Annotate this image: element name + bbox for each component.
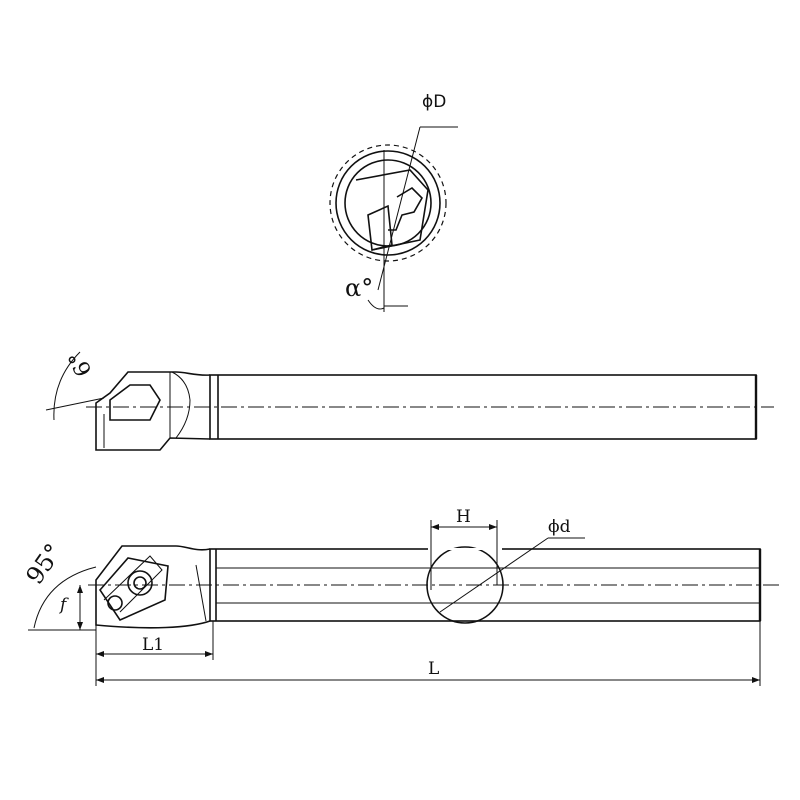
side-head [95, 371, 211, 451]
approach-angle-arc [33, 566, 97, 629]
alpha-arc [367, 299, 385, 310]
top-view: ϕd H 95° f L1 L [21, 507, 780, 686]
side-angle-line [45, 397, 105, 411]
side-view: 6° [45, 347, 774, 451]
end-view: ϕD α° [329, 92, 458, 312]
phi-d-section-leader [439, 537, 549, 613]
l1-arrow-right [205, 651, 213, 657]
alpha-label: α° [345, 274, 373, 302]
f-label: f [58, 595, 69, 615]
end-view-clamp [388, 186, 423, 231]
l1-label: L1 [142, 635, 164, 655]
end-view-bore-circle [329, 144, 447, 262]
h-arrow-left [431, 524, 439, 530]
shank-section-mask [428, 548, 502, 550]
l-arrow-right [752, 677, 760, 683]
top-insert-clamp-inner [133, 576, 147, 590]
side-angle-arc [53, 351, 81, 421]
l1-arrow-left [96, 651, 104, 657]
end-view-insert [367, 204, 393, 251]
top-insert-outline [103, 555, 163, 613]
shank-section-circle [426, 546, 504, 624]
side-angle-label: 6° [64, 347, 97, 380]
approach-angle-label: 95° [21, 539, 68, 590]
side-head-curve [171, 371, 191, 439]
h-label: H [456, 507, 471, 527]
f-arrow-bottom [77, 622, 83, 630]
phi-d-section-label: ϕd [548, 517, 571, 537]
top-insert [98, 557, 169, 622]
f-arrow-top [77, 585, 83, 593]
top-insert-clamp-outer [127, 570, 153, 596]
h-arrow-right [489, 524, 497, 530]
end-view-inner-circle [344, 159, 432, 247]
top-insert-screw [107, 595, 123, 611]
l-label: L [428, 659, 439, 679]
l-arrow-left [96, 677, 104, 683]
side-head-insert [109, 384, 161, 421]
top-head [95, 545, 211, 629]
phi-d-label: ϕD [422, 92, 446, 112]
end-view-outer-circle [335, 150, 441, 256]
top-head-cut [195, 564, 207, 622]
phi-d-leader [377, 126, 421, 291]
end-view-body-cut [355, 169, 429, 251]
